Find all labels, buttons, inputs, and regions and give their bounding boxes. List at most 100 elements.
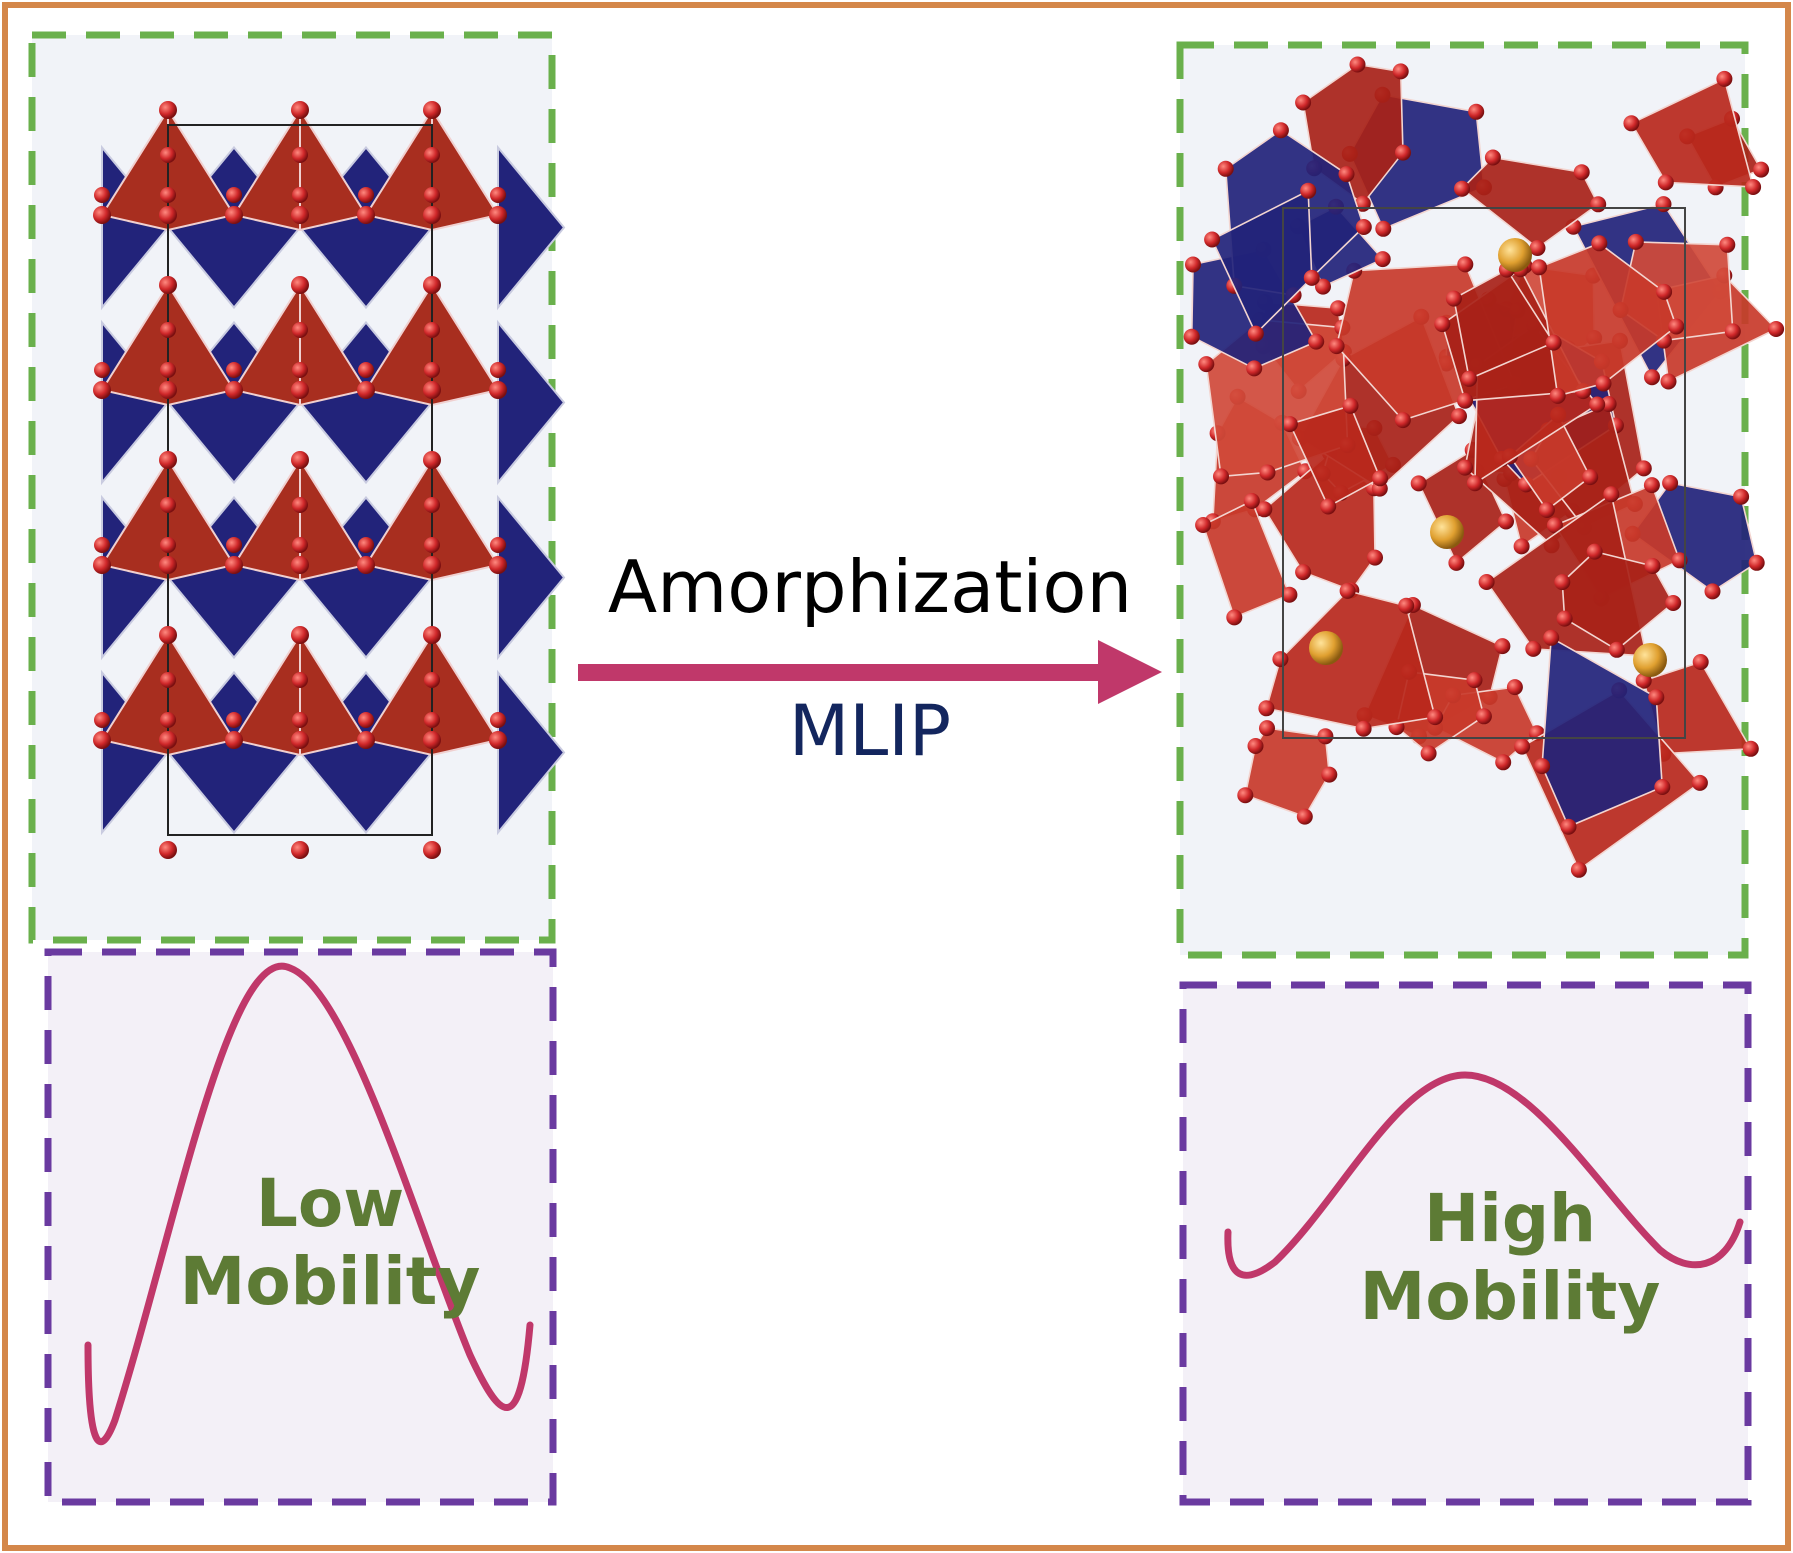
- oxygen-atom: [93, 731, 111, 749]
- oxygen-atom: [490, 362, 506, 378]
- oxygen-atom: [1603, 486, 1620, 503]
- oxygen-atom: [1420, 745, 1437, 762]
- oxygen-atom: [160, 497, 176, 513]
- oxygen-atom: [1349, 56, 1366, 73]
- oxygen-atom: [357, 731, 375, 749]
- low-mobility-curve-box: [44, 948, 557, 1506]
- oxygen-atom: [225, 206, 243, 224]
- oxygen-atom: [160, 672, 176, 688]
- amorphization-label: Amorphization: [607, 545, 1133, 629]
- oxygen-atom: [159, 451, 177, 469]
- oxygen-atom: [1434, 316, 1451, 333]
- oxygen-atom: [423, 206, 441, 224]
- oxygen-atom: [1627, 233, 1644, 250]
- oxygen-atom: [1355, 219, 1372, 235]
- oxygen-atom: [423, 556, 441, 574]
- oxygen-atom: [423, 276, 441, 294]
- oxygen-atom: [1247, 325, 1264, 342]
- oxygen-atom: [1560, 818, 1577, 835]
- oxygen-atom: [1213, 468, 1229, 485]
- oxygen-atom: [159, 626, 177, 644]
- oxygen-atom: [291, 841, 309, 859]
- oxygen-atom: [1183, 328, 1200, 345]
- oxygen-atom: [1608, 641, 1625, 658]
- oxygen-atom: [1445, 290, 1462, 307]
- oxygen-atom: [424, 672, 440, 688]
- oxygen-atom: [1475, 708, 1492, 725]
- oxygen-atom: [1395, 144, 1411, 161]
- oxygen-atom: [1595, 375, 1612, 392]
- oxygen-atom: [1237, 787, 1254, 804]
- oxygen-atom: [424, 362, 440, 378]
- high-mobility-energy-curve: [1224, 1071, 1744, 1279]
- oxygen-atom: [1258, 700, 1275, 717]
- oxygen-atom: [1484, 149, 1501, 166]
- oxygen-atom: [1243, 493, 1260, 509]
- oxygen-atom: [159, 841, 177, 859]
- oxygen-atom: [94, 362, 110, 378]
- oxygen-atom: [1468, 103, 1485, 120]
- oxygen-atom: [160, 147, 176, 163]
- oxygen-atom: [1339, 582, 1356, 599]
- oxygen-atom: [1513, 538, 1530, 555]
- oxygen-atom: [292, 672, 308, 688]
- oxygen-atom: [93, 381, 111, 399]
- oxygen-atom: [424, 147, 440, 163]
- mlip-label: MLIP: [788, 690, 952, 772]
- oxygen-atom: [1317, 728, 1334, 745]
- oxygen-atom: [358, 187, 374, 203]
- oxygen-atom: [93, 556, 111, 574]
- oxygen-atom: [1461, 370, 1478, 387]
- oxygen-atom: [291, 381, 309, 399]
- oxygen-atom: [1259, 464, 1276, 481]
- oxygen-atom: [489, 206, 507, 224]
- oxygen-atom: [1321, 766, 1338, 783]
- oxygen-atom: [1375, 220, 1392, 237]
- oxygen-atom: [1748, 554, 1765, 571]
- high-mobility-line1: High: [1423, 1180, 1597, 1257]
- oxygen-atom: [1295, 94, 1312, 111]
- oxygen-atom: [1259, 720, 1275, 737]
- oxygen-atom: [1315, 278, 1331, 295]
- oxygen-atom: [1448, 554, 1465, 571]
- oxygen-atom: [226, 187, 242, 203]
- oxygen-atom: [291, 206, 309, 224]
- oxygen-atom: [1529, 240, 1546, 256]
- oxygen-atom: [1392, 63, 1409, 80]
- oxygen-atom: [1256, 501, 1273, 518]
- oxygen-atom: [94, 537, 110, 553]
- oxygen-atom: [424, 322, 440, 338]
- oxygen-atom: [159, 731, 177, 749]
- oxygen-atom: [159, 276, 177, 294]
- oxygen-atom: [1457, 392, 1474, 409]
- oxygen-atom: [423, 731, 441, 749]
- oxygen-atom: [1457, 459, 1473, 476]
- oxygen-atom: [490, 537, 506, 553]
- high-mobility-curve-box: [1179, 981, 1752, 1506]
- crystalline-structure-image: [93, 101, 566, 859]
- oxygen-atom: [1398, 597, 1415, 614]
- oxygen-atom: [1623, 115, 1640, 132]
- oxygen-atom: [291, 626, 309, 644]
- oxygen-atom: [1635, 460, 1652, 477]
- oxygen-atom: [1495, 754, 1512, 771]
- oxygen-atom: [1525, 640, 1542, 657]
- oxygen-atom: [1657, 174, 1674, 191]
- oxygen-atom: [159, 206, 177, 224]
- low-mobility-energy-curve: [84, 962, 534, 1445]
- oxygen-atom: [1668, 318, 1685, 335]
- oxygen-atom: [489, 381, 507, 399]
- oxygen-atom: [225, 381, 243, 399]
- oxygen-atom: [490, 187, 506, 203]
- cation-atom: [1430, 515, 1464, 549]
- oxygen-atom: [226, 362, 242, 378]
- oxygen-atom: [1549, 387, 1566, 404]
- oxygen-atom: [1582, 469, 1599, 486]
- low-mobility-line1: Low: [255, 1165, 405, 1242]
- oxygen-atom: [292, 497, 308, 513]
- oxygen-atom: [423, 101, 441, 119]
- oxygen-atom: [226, 537, 242, 553]
- oxygen-atom: [1665, 595, 1682, 611]
- oxygen-atom: [1590, 196, 1607, 213]
- oxygen-atom: [1573, 164, 1590, 181]
